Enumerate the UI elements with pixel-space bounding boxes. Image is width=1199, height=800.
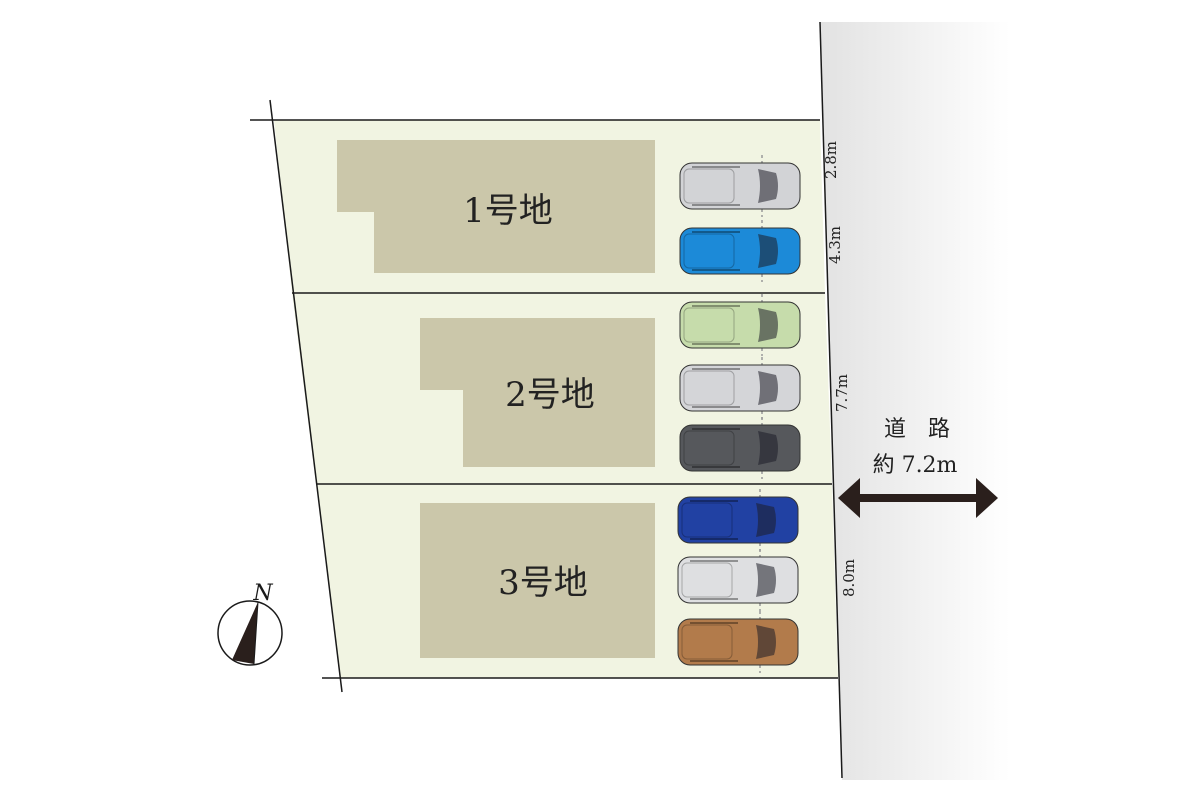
car-icon bbox=[679, 417, 801, 479]
car-icon bbox=[677, 611, 799, 673]
building-lot-1 bbox=[337, 140, 655, 273]
building-lot-3 bbox=[420, 503, 655, 658]
lot-3-label: 3号地 bbox=[498, 563, 588, 603]
frontage-lot-1b: 4.3m bbox=[826, 226, 844, 264]
car-icon bbox=[677, 549, 799, 611]
north-compass-icon: N bbox=[217, 581, 283, 666]
car-icon bbox=[679, 294, 801, 356]
parking-cars bbox=[677, 155, 801, 673]
lot-1-label: 1号地 bbox=[463, 191, 553, 231]
road-label: 道 路 bbox=[884, 417, 950, 442]
road-width: 約 7.2m bbox=[873, 453, 958, 478]
frontage-lot-1a: 2.8m bbox=[822, 141, 840, 179]
car-icon bbox=[679, 357, 801, 419]
building-lot-2 bbox=[420, 318, 655, 467]
frontage-lot-3: 8.0m bbox=[840, 559, 858, 597]
car-icon bbox=[679, 155, 801, 217]
boundary-lines bbox=[250, 21, 843, 779]
frontage-lot-2: 7.7m bbox=[833, 374, 851, 412]
road-width-arrow-icon bbox=[838, 478, 998, 518]
road-area bbox=[820, 22, 1010, 780]
compass-north-label: N bbox=[252, 581, 273, 606]
car-icon bbox=[679, 220, 801, 282]
lot-2-label: 2号地 bbox=[505, 375, 595, 415]
car-icon bbox=[677, 489, 799, 551]
